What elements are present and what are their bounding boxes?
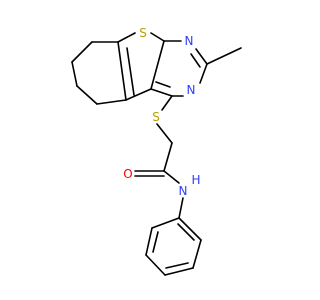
bond — [164, 267, 194, 276]
carbonyl-oxygen-label: O — [123, 167, 132, 181]
bond — [150, 88, 173, 97]
bond — [192, 239, 202, 269]
bond — [150, 40, 165, 90]
bond — [117, 41, 127, 101]
bond — [206, 47, 242, 65]
bond — [155, 81, 171, 88]
bond — [163, 142, 173, 172]
atom-labels: S N N S O N H — [123, 26, 200, 198]
bond — [165, 262, 189, 269]
bond — [96, 99, 127, 105]
pyrimidine-n-lower-label: N — [187, 83, 196, 97]
bond — [71, 61, 78, 87]
thioether-sulfur-label: S — [152, 110, 160, 124]
bond — [126, 47, 135, 96]
bond — [145, 254, 166, 276]
bond — [71, 41, 93, 63]
bond — [125, 88, 152, 101]
bond — [152, 231, 159, 253]
amide-nitrogen-label: N — [179, 184, 188, 198]
bond — [117, 32, 136, 43]
bond — [156, 123, 173, 144]
bond — [199, 63, 208, 84]
bond — [178, 217, 202, 241]
bond — [150, 32, 165, 42]
bond — [190, 53, 201, 68]
structure-canvas: S N N S O N H — [71, 26, 242, 276]
bond — [76, 85, 98, 105]
thiophene-sulfur-label: S — [139, 26, 147, 40]
bonds — [71, 32, 242, 276]
bond — [177, 223, 195, 241]
bond — [178, 197, 184, 219]
bond — [163, 170, 180, 184]
bond — [151, 217, 180, 229]
bond — [161, 95, 173, 111]
pyrimidine-n-upper-label: N — [185, 34, 194, 48]
molecule-structure: S N N S O N H — [71, 26, 242, 276]
bond — [145, 227, 153, 256]
amide-hydrogen-label: H — [191, 173, 200, 187]
bond — [195, 48, 208, 65]
